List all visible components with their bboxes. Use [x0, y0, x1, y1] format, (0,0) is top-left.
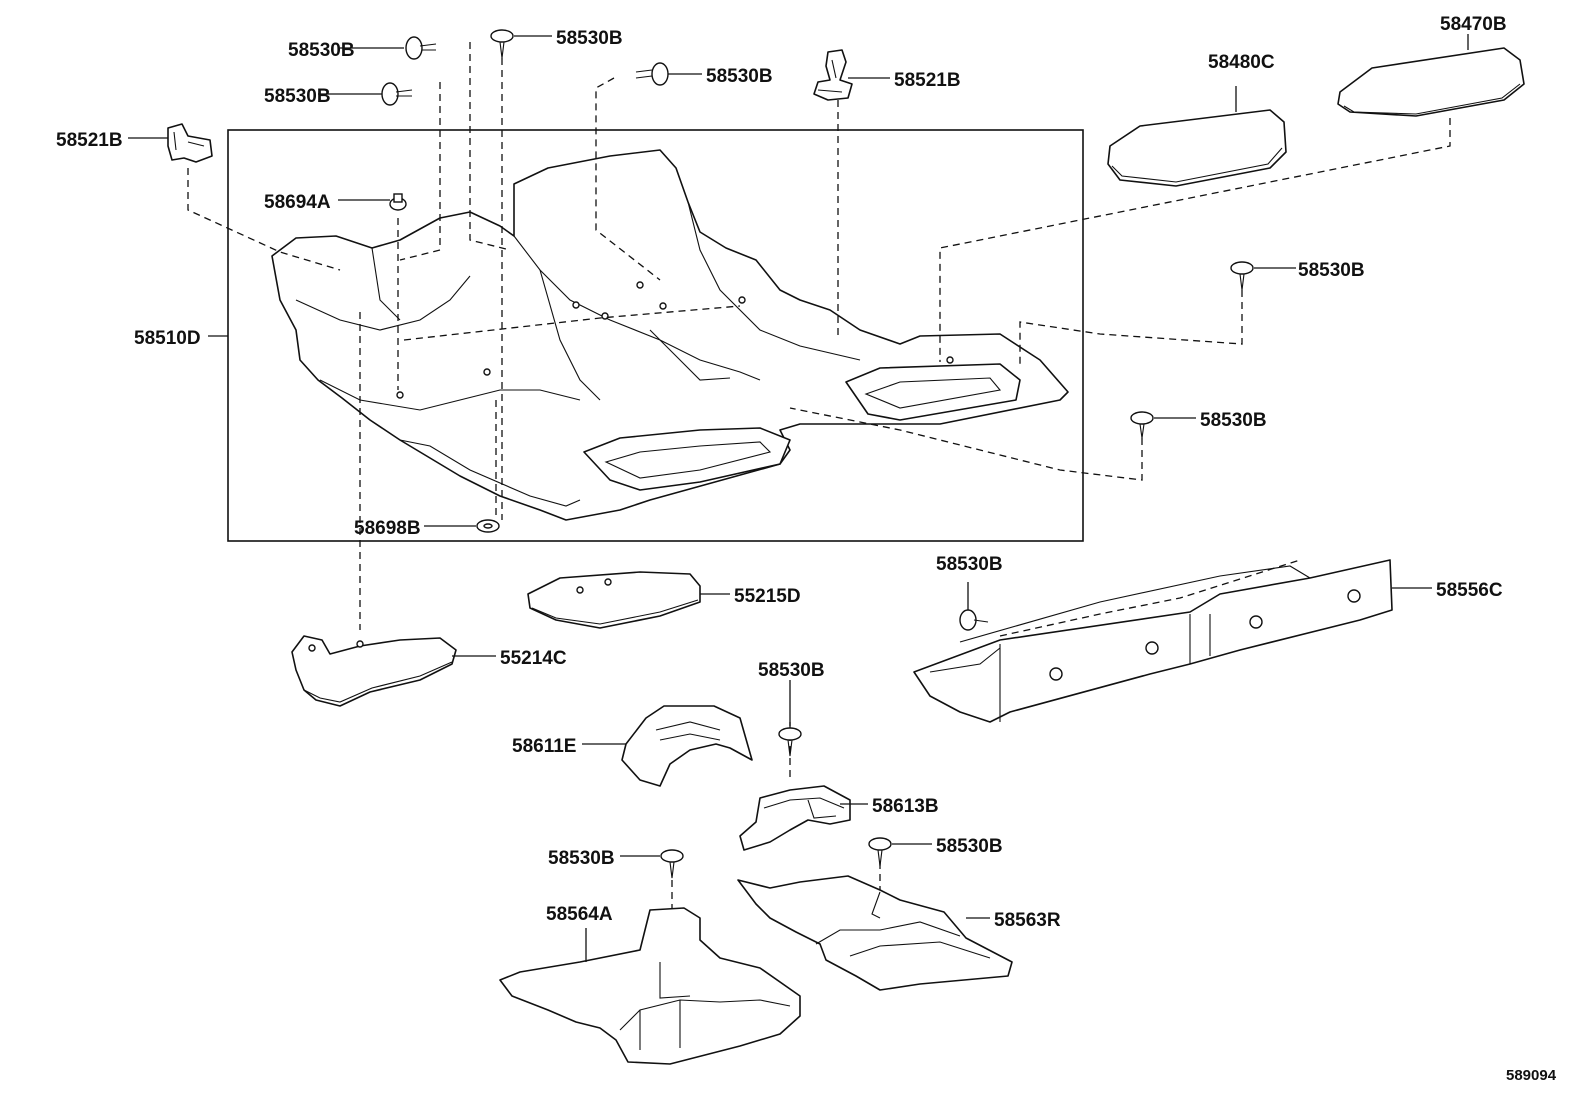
label-58530B-g: 58530B: [936, 554, 1003, 575]
label-58564A: 58564A: [546, 904, 613, 925]
label-58530B-f: 58530B: [1200, 410, 1267, 431]
label-58556C: 58556C: [1436, 580, 1503, 601]
label-58694A: 58694A: [264, 192, 331, 213]
pad-58564A[interactable]: [499, 907, 801, 1065]
label-58613B: 58613B: [872, 796, 939, 817]
label-58698B: 58698B: [354, 518, 421, 539]
pad-55215D[interactable]: [527, 571, 701, 629]
clip-58530B-b-icon: [490, 29, 514, 59]
pad-55214C[interactable]: [291, 635, 457, 707]
label-58510D: 58510D: [134, 328, 201, 349]
pad-58470B[interactable]: [1337, 47, 1525, 117]
label-58563R: 58563R: [994, 910, 1061, 931]
label-58521B-left: 58521B: [56, 130, 123, 151]
cover-58556C[interactable]: [913, 559, 1393, 723]
clip-58530B-a-icon: [405, 36, 437, 60]
bracket-58521B-left-icon: [167, 123, 213, 163]
clip-58530B-j-icon: [660, 849, 684, 879]
silencer-58613B[interactable]: [739, 785, 851, 851]
label-55215D: 55215D: [734, 586, 801, 607]
clip-58530B-c-icon: [381, 82, 413, 106]
label-58530B-b: 58530B: [556, 28, 623, 49]
label-58611E: 58611E: [512, 736, 576, 757]
alignment-lines: [187, 42, 1451, 990]
label-58530B-d: 58530B: [706, 66, 773, 87]
label-58530B-c: 58530B: [264, 86, 331, 107]
label-58530B-a: 58530B: [288, 40, 355, 61]
silencer-58611E[interactable]: [621, 705, 753, 787]
label-58480C: 58480C: [1208, 52, 1275, 73]
clip-58530B-h-icon: [778, 727, 802, 757]
clip-58530B-i-icon: [868, 837, 892, 867]
floor-carpet-58510D[interactable]: [271, 149, 1069, 521]
pad-58480C[interactable]: [1107, 109, 1287, 187]
bracket-58521B-right-icon: [813, 49, 853, 101]
clip-58530B-g-icon: [959, 609, 989, 631]
label-58470B: 58470B: [1440, 14, 1507, 35]
clip-58694A-icon: [389, 193, 407, 211]
leader-lines: [128, 34, 1469, 962]
label-58530B-j: 58530B: [548, 848, 615, 869]
label-55214C: 55214C: [500, 648, 567, 669]
figure-id: 589094: [1506, 1067, 1557, 1084]
clip-58530B-e-icon: [1230, 261, 1254, 291]
grommet-58698B-icon: [476, 519, 500, 533]
pad-58563R[interactable]: [737, 875, 1013, 991]
clip-58530B-d-icon: [635, 62, 669, 86]
clip-58530B-f-icon: [1130, 411, 1154, 439]
label-58530B-h: 58530B: [758, 660, 825, 681]
label-58521B-right: 58521B: [894, 70, 961, 91]
label-58530B-e: 58530B: [1298, 260, 1365, 281]
label-58530B-i: 58530B: [936, 836, 1003, 857]
